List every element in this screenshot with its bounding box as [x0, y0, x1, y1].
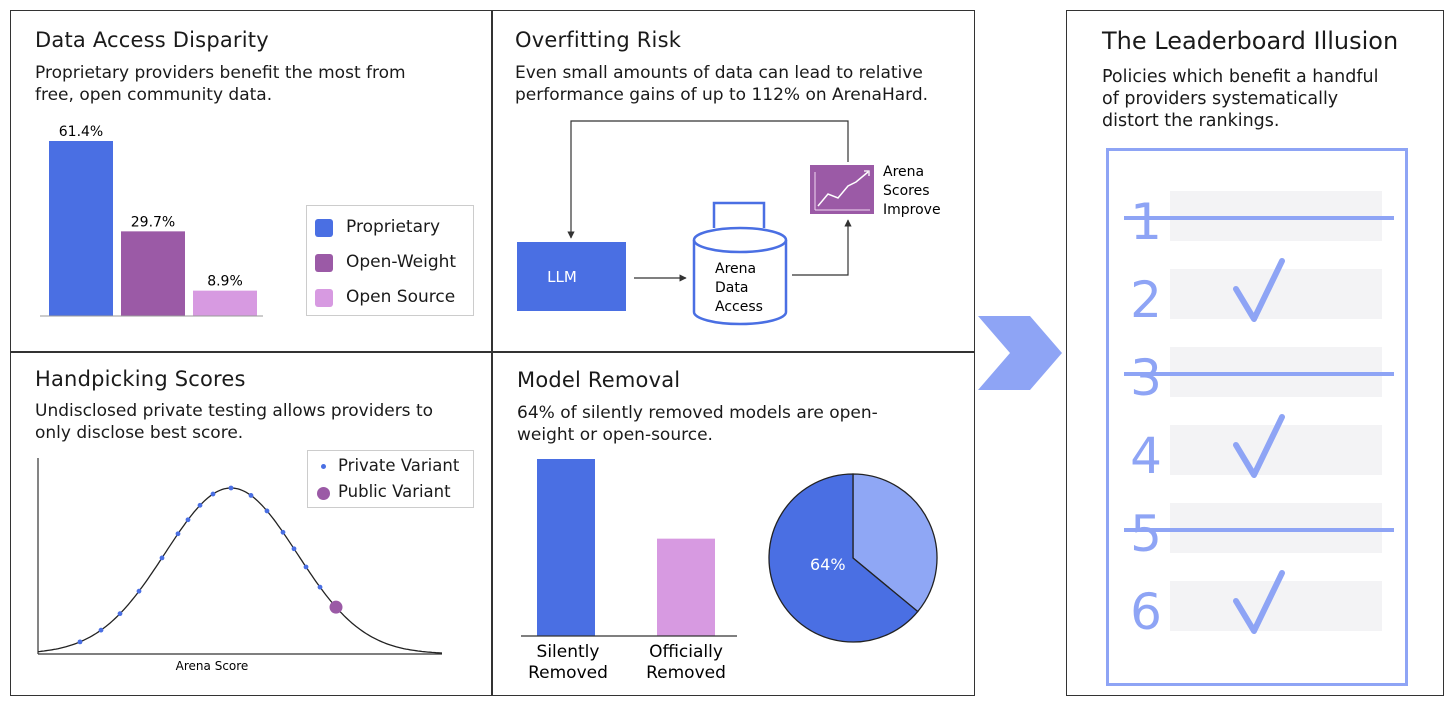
- removal-title: Model Removal: [517, 368, 681, 392]
- arena-database-icon: [692, 201, 788, 326]
- leaderboard-rank-3: 3: [1130, 349, 1162, 407]
- private-variant-point: [175, 531, 181, 537]
- bar-value-label: 29.7%: [131, 214, 175, 230]
- data-access-bar-chart: 61.4% 29.7% 8.9%: [40, 124, 263, 317]
- cat-silently-line2: Removed: [528, 663, 608, 683]
- handpicking-legend: Private Variant Public Variant: [307, 450, 474, 508]
- scores-improve-chart-icon: [810, 165, 874, 214]
- private-variant-point: [317, 584, 323, 590]
- checkmark-icon: [1233, 258, 1285, 322]
- private-variant-point: [185, 517, 191, 523]
- bar-open-source: [193, 290, 257, 316]
- llm-label: LLM: [547, 268, 577, 286]
- bar-silently-removed: [537, 459, 595, 636]
- leaderboard-rank-1: 1: [1130, 193, 1162, 251]
- scores-label-line2: Scores: [883, 183, 930, 199]
- data-access-desc-line1: Proprietary providers benefit the most f…: [35, 63, 406, 83]
- db-to-scores-arrow: [792, 219, 852, 276]
- data-access-legend: Proprietary Open-Weight Open Source: [306, 205, 474, 316]
- private-variant-point: [77, 639, 83, 645]
- panels-grid-frame: [10, 10, 975, 696]
- legend-label-proprietary: Proprietary: [346, 217, 441, 237]
- bar-officially-removed: [657, 538, 715, 636]
- private-variant-point: [98, 627, 104, 633]
- overfitting-desc-line2: performance gains of up to 112% on Arena…: [515, 85, 929, 105]
- handpicking-desc-line1: Undisclosed private testing allows provi…: [35, 401, 434, 421]
- dist-x-axis-label: Arena Score: [176, 659, 249, 673]
- leaderboard-desc-line3: distort the rankings.: [1102, 111, 1280, 131]
- overfitting-desc-line1: Even small amounts of data can lead to r…: [515, 63, 923, 83]
- pie-slice-64: [768, 473, 919, 643]
- legend-swatch-open-source: [315, 289, 333, 307]
- bar-open-weight: [121, 231, 185, 316]
- leaderboard-rank-2: 2: [1130, 271, 1162, 329]
- private-variant-point: [264, 508, 270, 514]
- private-variant-point: [248, 493, 254, 498]
- cat-officially-line1: Officially: [649, 642, 723, 662]
- checkmark-icon: [1233, 570, 1285, 634]
- panels-vertical-divider: [491, 10, 493, 696]
- panels-horizontal-divider: [10, 351, 975, 353]
- private-variant-point: [197, 502, 203, 508]
- data-access-desc-line2: free, open community data.: [35, 85, 273, 105]
- removal-desc-line2: weight or open-source.: [517, 425, 713, 445]
- private-variant-point: [117, 611, 123, 617]
- cat-silently-line1: Silently: [537, 642, 600, 662]
- leaderboard-rows: 1 2 3 4 5 6: [1124, 191, 1394, 641]
- data-access-title: Data Access Disparity: [35, 28, 269, 52]
- overfitting-flow-diagram: LLM Arena Data Access Arena Scores Impro…: [517, 120, 941, 326]
- private-variant-point: [136, 588, 142, 594]
- pie-slice-label: 64%: [810, 555, 846, 574]
- legend-label-open-weight: Open-Weight: [346, 252, 457, 272]
- legend-swatch-open-weight: [315, 254, 333, 272]
- legend-label-public: Public Variant: [338, 482, 451, 501]
- db-label-line2: Data: [715, 280, 748, 296]
- cat-officially-line2: Removed: [646, 663, 726, 683]
- dist-bell-curve: [37, 487, 443, 654]
- handpicking-title: Handpicking Scores: [35, 367, 246, 391]
- bar-proprietary: [49, 141, 113, 316]
- private-variant-point: [303, 564, 309, 570]
- leaderboard-rank-6: 6: [1130, 583, 1162, 641]
- removal-bar-chart: Silently Removed Officially Removed: [521, 459, 737, 683]
- leaderboard-rank-5: 5: [1130, 505, 1162, 563]
- scores-label-line3: Improve: [883, 202, 941, 218]
- leaderboard-desc-line1: Policies which benefit a handful: [1102, 67, 1379, 87]
- scores-label-line1: Arena: [883, 164, 924, 180]
- private-variant-point: [159, 555, 165, 561]
- db-label-line1: Arena: [715, 261, 756, 277]
- checkmark-icon: [1233, 414, 1285, 478]
- legend-swatch-proprietary: [315, 219, 333, 237]
- removal-pie-chart: 64%: [768, 473, 938, 643]
- handpicking-distribution-chart: Arena Score: [37, 458, 443, 673]
- private-variant-point: [291, 546, 297, 552]
- private-variant-point: [228, 485, 234, 491]
- db-label-line3: Access: [715, 299, 763, 315]
- handpicking-desc-line2: only disclose best score.: [35, 423, 244, 443]
- private-variant-point: [210, 491, 216, 497]
- legend-marker-private: [321, 464, 326, 469]
- leaderboard-panel-frame: [1066, 10, 1444, 696]
- private-variant-point: [280, 529, 286, 535]
- leaderboard-list-box: [1106, 148, 1408, 686]
- legend-label-private: Private Variant: [338, 456, 460, 475]
- feedback-loop-arrow: [567, 120, 849, 239]
- leaderboard-desc-line2: of providers systematically: [1102, 89, 1339, 109]
- legend-marker-public: [317, 487, 330, 500]
- bar-value-label: 8.9%: [207, 274, 243, 290]
- leaderboard-rank-4: 4: [1130, 427, 1162, 485]
- overfitting-title: Overfitting Risk: [515, 28, 682, 52]
- bar-value-label: 61.4%: [59, 124, 103, 140]
- removal-desc-line1: 64% of silently removed models are open-: [517, 403, 878, 423]
- chevron-arrow-icon: [978, 316, 1062, 390]
- llm-box: [517, 242, 626, 311]
- legend-label-open-source: Open Source: [346, 287, 456, 307]
- public-variant-point: [329, 600, 343, 614]
- pie-slice-remainder: [852, 473, 938, 613]
- leaderboard-title: The Leaderboard Illusion: [1102, 27, 1399, 55]
